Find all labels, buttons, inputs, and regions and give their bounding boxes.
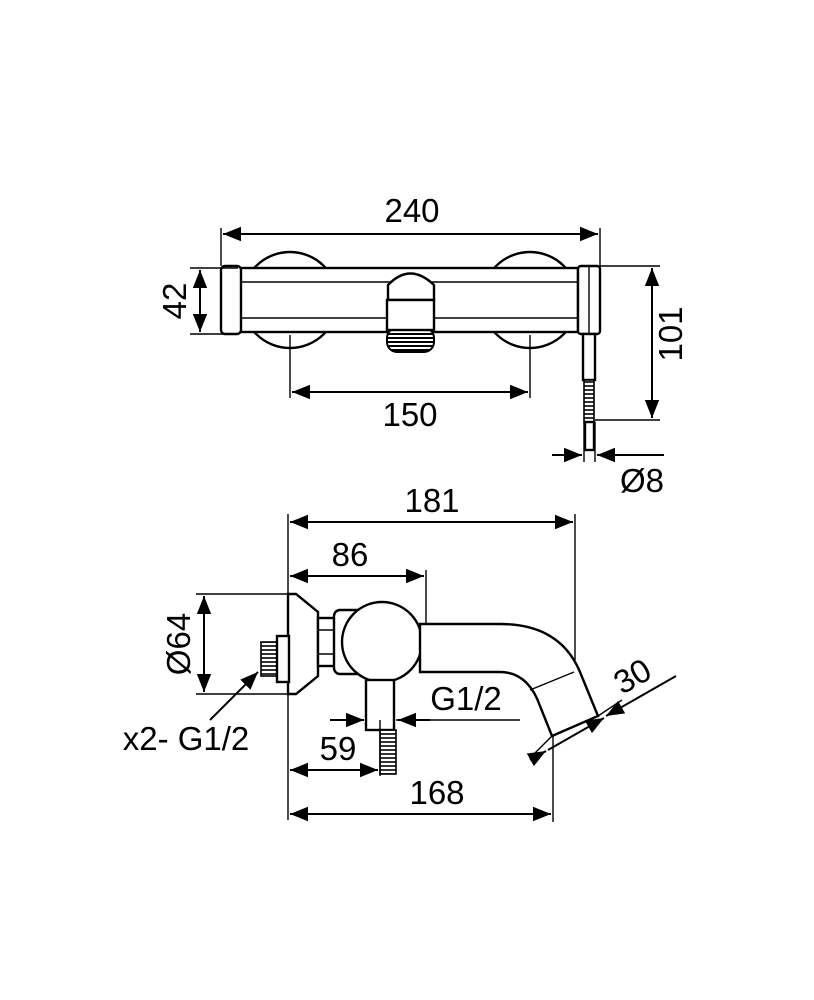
aerator bbox=[386, 327, 435, 353]
dim-86: 86 bbox=[332, 536, 369, 573]
dim-240: 240 bbox=[384, 192, 439, 229]
wall-flange bbox=[286, 592, 320, 696]
dim-59: 59 bbox=[320, 730, 357, 767]
dim-168: 168 bbox=[409, 774, 464, 811]
spout bbox=[418, 622, 600, 738]
dim-42: 42 bbox=[156, 283, 193, 320]
hose-thread bbox=[583, 379, 595, 423]
side-view: 181 86 Ø64 x2- G1/2 G1/2 59 168 30 bbox=[123, 482, 677, 822]
hose-connector bbox=[581, 332, 597, 382]
dim-30: 30 bbox=[607, 651, 657, 701]
outlet-label: G1/2 bbox=[430, 680, 502, 717]
dim-d64: Ø64 bbox=[160, 613, 197, 675]
dim-150: 150 bbox=[382, 396, 437, 433]
dim-101: 101 bbox=[652, 306, 689, 361]
handle bbox=[340, 600, 424, 684]
outlet-thread bbox=[379, 729, 397, 775]
left-cap bbox=[219, 264, 243, 336]
connection-label: x2- G1/2 bbox=[123, 720, 250, 757]
top-view: 240 42 150 101 Ø8 bbox=[156, 192, 689, 499]
spout-top bbox=[386, 272, 436, 302]
dim-181: 181 bbox=[404, 482, 459, 519]
dim-d8: Ø8 bbox=[620, 462, 664, 499]
